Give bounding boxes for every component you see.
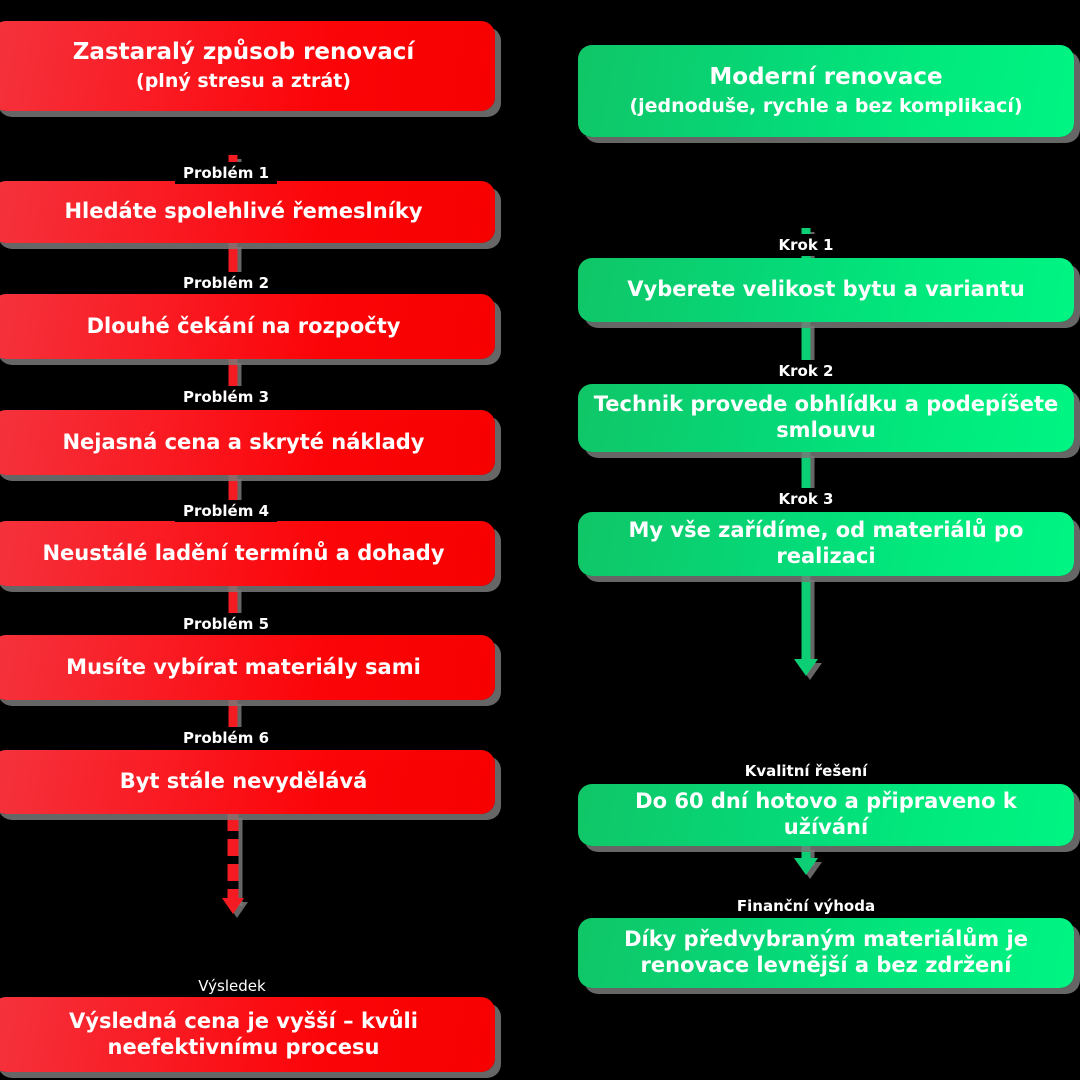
right-step-label-1: Krok 2 [770,360,842,382]
right-header-box: Moderní renovace (jednoduše, rychle a be… [578,45,1074,137]
right-outcome-line [801,576,811,662]
left-header-line2: (plný stresu a ztrát) [136,70,351,92]
right-benefit-line [801,846,811,862]
right-benefit-line1: Díky předvybraným materiálům je [624,927,1028,952]
left-connector-2 [228,359,238,392]
left-step-text-3: Neustálé ladění termínů a dohady [42,540,445,565]
left-result-line2: neefektivnímu procesu [107,1034,380,1059]
left-step-box-3: Neustálé ladění termínů a dohady [0,521,495,586]
left-step-label-1: Problém 2 [174,272,278,294]
left-step-text-5: Byt stále nevydělává [119,769,368,794]
right-step-text-0: Vyberete velikost bytu a variantu [627,277,1025,302]
left-step-label-2: Problém 3 [174,386,278,408]
right-outcome-arrowhead-icon [794,659,818,676]
right-step-box-2: My vše zařídíme, od materiálů po realiza… [578,512,1074,576]
right-benefit-label: Finanční výhoda [728,895,884,917]
left-connector-5 [228,700,238,730]
right-header-line1: Moderní renovace [709,63,943,90]
right-benefit-box: Díky předvybraným materiálům je renovace… [578,918,1074,988]
right-step-text-2: My vše zařídíme, od materiálů po realiza… [628,518,1024,568]
left-step-text-4: Musíte vybírat materiály sami [66,654,421,679]
left-step-text-0: Hledáte spolehlivé řemeslníky [64,199,423,224]
right-outcome-text: Do 60 dní hotovo a připraveno k užívání [635,789,1017,839]
right-outcome-label: Kvalitní řešení [736,760,876,782]
right-step-line1-1: Technik provede obhlídku a podepíšete [593,392,1059,417]
left-step-box-1: Dlouhé čekání na rozpočty [0,294,495,359]
left-result-label: Výsledek [190,975,274,997]
left-header-line1: Zastaralý způsob renovací [72,38,415,65]
left-result-arrowhead-icon [222,898,244,914]
left-header-box: Zastaralý způsob renovací (plný stresu a… [0,21,495,111]
right-benefit-arrowhead-icon [794,858,818,875]
left-step-box-0: Hledáte spolehlivé řemeslníky [0,181,495,243]
right-header-line2: (jednoduše, rychle a bez komplikací) [629,95,1023,117]
left-step-box-4: Musíte vybírat materiály sami [0,635,495,700]
left-result-dashed-line [227,814,239,902]
right-outcome-box: Do 60 dní hotovo a připraveno k užívání [578,784,1074,846]
left-step-text-2: Nejasná cena a skryté náklady [62,429,425,454]
left-step-label-0: Problém 1 [174,162,278,184]
left-result-box: Výsledná cena je vyšší – kvůli neefektiv… [0,997,495,1072]
left-result-line1: Výsledná cena je vyšší – kvůli [69,1008,418,1033]
right-step-box-1: Technik provede obhlídku a podepíšete sm… [578,384,1074,452]
right-benefit-line2: renovace levnější a bez zdržení [640,953,1012,977]
left-step-text-1: Dlouhé čekání na rozpočty [86,313,401,338]
left-step-label-3: Problém 4 [174,500,278,522]
left-step-label-5: Problém 6 [174,727,278,749]
left-step-box-2: Nejasná cena a skryté náklady [0,410,495,475]
right-step-box-0: Vyberete velikost bytu a variantu [578,258,1074,322]
right-step-label-2: Krok 3 [770,488,842,510]
right-step-line2-1: smlouvu [776,418,876,442]
left-step-box-5: Byt stále nevydělává [0,750,495,814]
right-step-label-0: Krok 1 [770,234,842,256]
left-connector-3 [228,475,238,508]
right-connector-2 [801,452,811,488]
left-step-label-4: Problém 5 [174,613,278,635]
left-connector-4 [228,586,238,618]
left-connector-1 [228,243,238,277]
right-connector-1 [801,322,811,360]
